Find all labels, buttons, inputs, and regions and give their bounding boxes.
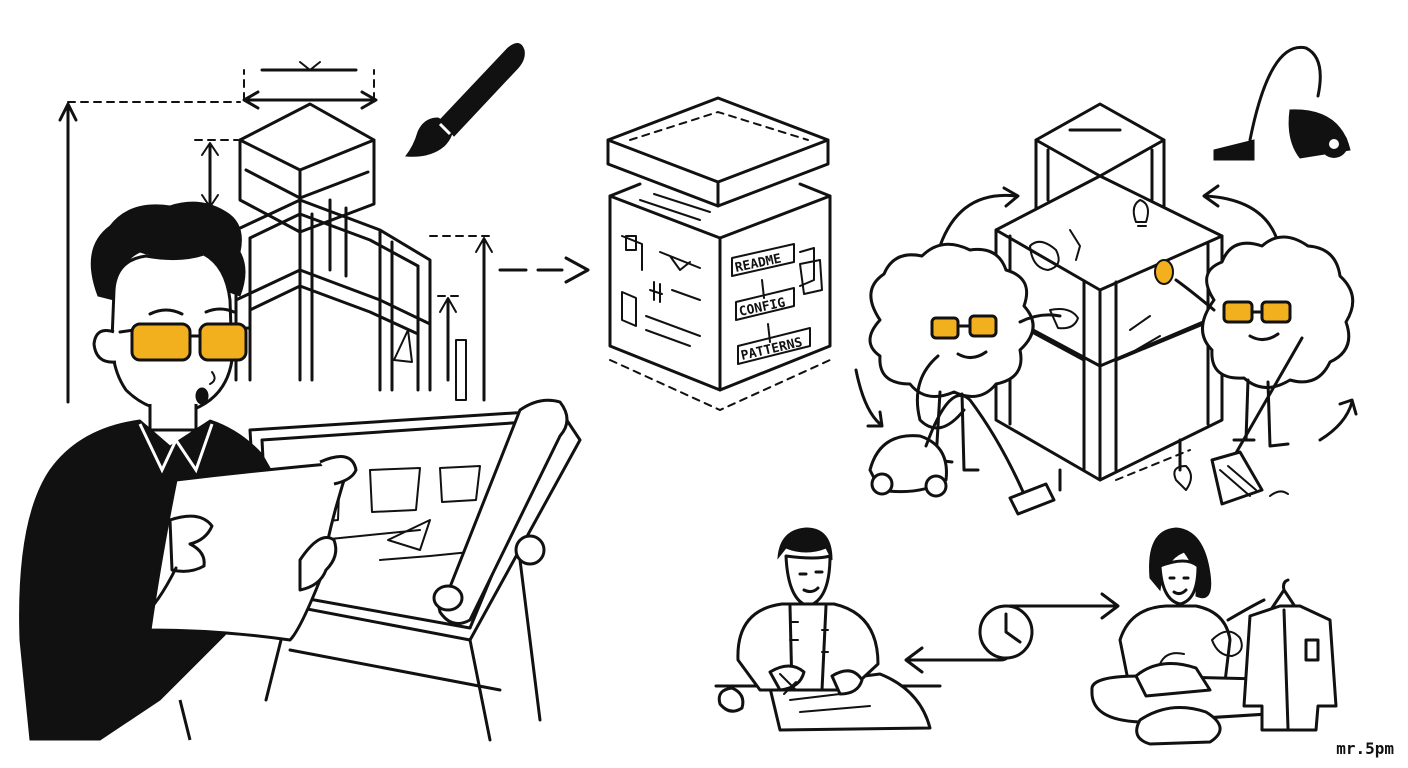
- artist-signature: mr.5pm: [1336, 739, 1394, 758]
- time-arrows: [904, 592, 1120, 674]
- building-frame: [234, 102, 467, 401]
- cloud-character-right: [1173, 235, 1355, 506]
- clock-icon: [978, 604, 1034, 660]
- circuit-diagram: [621, 235, 701, 347]
- ironing-scene: [1090, 527, 1338, 746]
- architect-scene: [19, 43, 582, 742]
- tailor-scene: [714, 527, 942, 732]
- vacuum-cleaner: [868, 393, 1056, 516]
- cleaning-scene: [854, 45, 1358, 516]
- arrow-to-box: [498, 256, 590, 284]
- cloud-character-left: [868, 242, 1079, 472]
- architect-character: [19, 201, 358, 741]
- documentation-box: README CONFIG PATTERNS: [606, 96, 832, 412]
- paintbrush-icon: [405, 43, 525, 157]
- cleaning-building: [994, 102, 1224, 492]
- vacuum-cleaner-icon: [1213, 45, 1351, 161]
